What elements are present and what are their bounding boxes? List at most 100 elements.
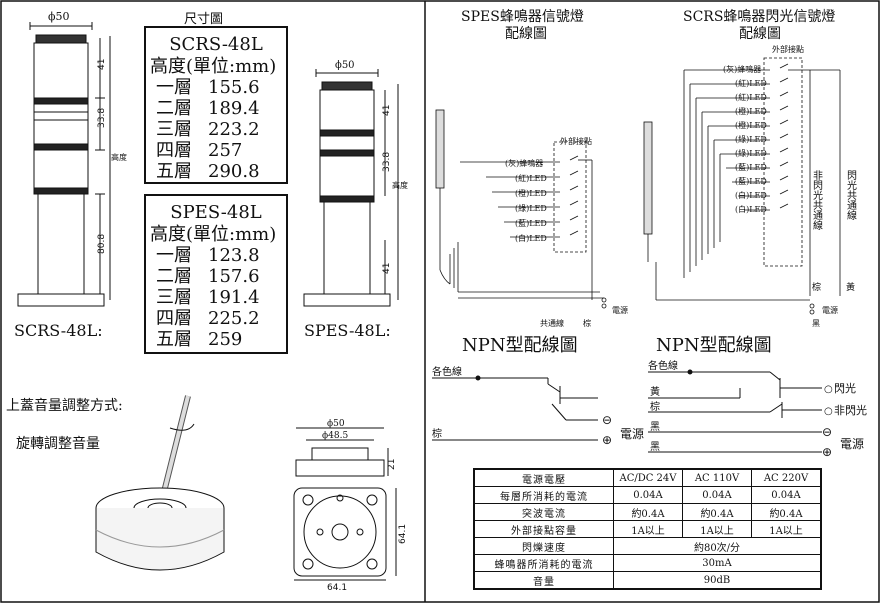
scrs-flash-common: 閃光共通線: [845, 170, 857, 220]
scrs-dim-80-8: 80.8: [97, 234, 107, 254]
scrs-wiring-lines: [643, 57, 841, 315]
volume-adjust-title: 上蓋音量調整方式:: [6, 397, 123, 414]
npn-right-flash: 閃光: [834, 381, 856, 395]
npn-right-minus: ⊖: [822, 425, 832, 439]
spes-item-5: (白)LED: [515, 233, 547, 243]
spec-row: 閃爍速度 約80次/分: [473, 537, 822, 555]
dimension-title: 尺寸圖: [184, 12, 223, 27]
spes-item-3: (綠)LED: [515, 203, 547, 213]
scrs-table-title: SCRS-48L: [169, 34, 263, 55]
spes-dim-33-8: 33.8: [382, 152, 392, 172]
spec-header-row: 電源電壓 AC/DC 24V AC 110V AC 220V: [473, 468, 822, 487]
spes-model-name: SPES-48L:: [304, 321, 391, 340]
npn-left-wire-colors: 各色線: [432, 365, 462, 378]
npn-right-circle-flash: ○: [824, 384, 833, 395]
base-drawing: [293, 427, 397, 581]
scrs-tower-drawing: [17, 22, 111, 307]
scrs-item-3: (橙)LED: [735, 106, 767, 116]
spes-item-4: (藍)LED: [515, 218, 547, 228]
scrs-nonflash-common: 非閃光共通線: [811, 170, 823, 230]
spes-wiring-subtitle: 配線圖: [505, 26, 547, 42]
spes-ext-contact: 外部接點: [560, 136, 592, 146]
scrs-diameter-label: ϕ50: [48, 10, 70, 23]
base-dim-64-1-width: 64.1: [327, 583, 347, 593]
npn-left-plus: ⊕: [602, 433, 612, 447]
scrs-power: 電源: [822, 306, 838, 315]
base-dim-21: 21: [387, 459, 397, 470]
spes-diameter-label: ϕ50: [335, 60, 355, 71]
scrs-dim-41: 41: [97, 59, 107, 70]
npn-left-lines: [432, 375, 598, 441]
scrs-item-5: (綠)LED: [735, 134, 767, 144]
npn-right-nonflash: 非閃光: [834, 403, 867, 417]
scrs-item-2: (紅)LED: [735, 92, 767, 102]
base-dim-48-5: ϕ48.5: [322, 431, 348, 441]
npn-right-power: 電源: [840, 437, 864, 451]
npn-right-black-b: 黑: [650, 441, 660, 453]
spes-item-2: (橙)LED: [515, 188, 547, 198]
base-dim-50: ϕ50: [327, 419, 345, 429]
buzzer-cap-drawing: [95, 395, 225, 571]
npn-left-power: 電源: [620, 427, 644, 441]
scrs-yellow: 黃: [846, 281, 855, 293]
npn-right-black-a: 黑: [650, 421, 660, 433]
spec-row: 突波電流 約0.4A 約0.4A 約0.4A: [473, 503, 822, 521]
npn-right-yellow: 黃: [650, 385, 660, 398]
volume-adjust-hint: 旋轉調整音量: [16, 435, 100, 452]
spes-table-unit: 高度(單位:mm): [150, 224, 277, 245]
npn-left-brown: 棕: [432, 427, 442, 440]
spes-table-title: SPES-48L: [170, 202, 262, 223]
scrs-item-9: (白)LED: [735, 190, 767, 200]
spes-wiring-title: SPES蜂鳴器信號燈: [461, 9, 584, 25]
scrs-wiring-subtitle: 配線圖: [739, 26, 781, 42]
scrs-brown: 棕: [812, 281, 821, 293]
scrs-dim-33-8: 33.8: [97, 108, 107, 128]
npn-right-brown: 棕: [650, 400, 660, 413]
scrs-item-7: (藍)LED: [735, 162, 767, 172]
npn-right-circle-nonflash: ○: [824, 406, 833, 417]
spec-row: 外部接點容量 1A以上 1A以上 1A以上: [473, 520, 822, 538]
npn-left-title: NPN型配線圖: [462, 335, 578, 356]
npn-right-wire-colors: 各色線: [648, 359, 678, 372]
scrs-model-name: SCRS-48L:: [14, 321, 103, 340]
spec-row: 蜂鳴器所消耗的電流 30mA: [473, 554, 822, 572]
scrs-item-10: (白)LED: [735, 204, 767, 214]
spes-tower-drawing: [303, 69, 399, 307]
spes-dim-41-top: 41: [382, 105, 392, 116]
npn-right-lines: [648, 369, 822, 453]
scrs-table-unit: 高度(單位:mm): [150, 56, 277, 77]
spes-item-0: (灰)蜂鳴器: [505, 158, 543, 168]
npn-right-plus: ⊕: [822, 445, 832, 459]
spes-power: 電源: [612, 306, 628, 315]
spes-dim-41-bottom: 41: [382, 263, 392, 274]
scrs-item-0: (灰)蜂鳴器: [723, 64, 761, 74]
spec-table: 電源電壓 AC/DC 24V AC 110V AC 220V 每層所消耗的電流 …: [473, 468, 822, 590]
spes-common-line: 共通線: [540, 318, 564, 328]
npn-left-minus: ⊖: [602, 413, 612, 427]
spes-brown: 棕: [583, 318, 591, 328]
scrs-black: 黑: [812, 319, 820, 328]
scrs-height-label: 高度: [111, 152, 127, 162]
scrs-item-1: (紅)LED: [735, 78, 767, 88]
scrs-item-4: (橙)LED: [735, 120, 767, 130]
scrs-item-8: (藍)LED: [735, 176, 767, 186]
spec-row: 每層所消耗的電流 0.04A 0.04A 0.04A: [473, 486, 822, 504]
base-dim-64-1-height: 64.1: [398, 524, 408, 544]
spes-wiring-lines: [435, 109, 607, 309]
spec-row: 音量 90dB: [473, 571, 822, 590]
scrs-item-6: (綠)LED: [735, 148, 767, 158]
scrs-ext-contact: 外部接點: [772, 44, 804, 54]
